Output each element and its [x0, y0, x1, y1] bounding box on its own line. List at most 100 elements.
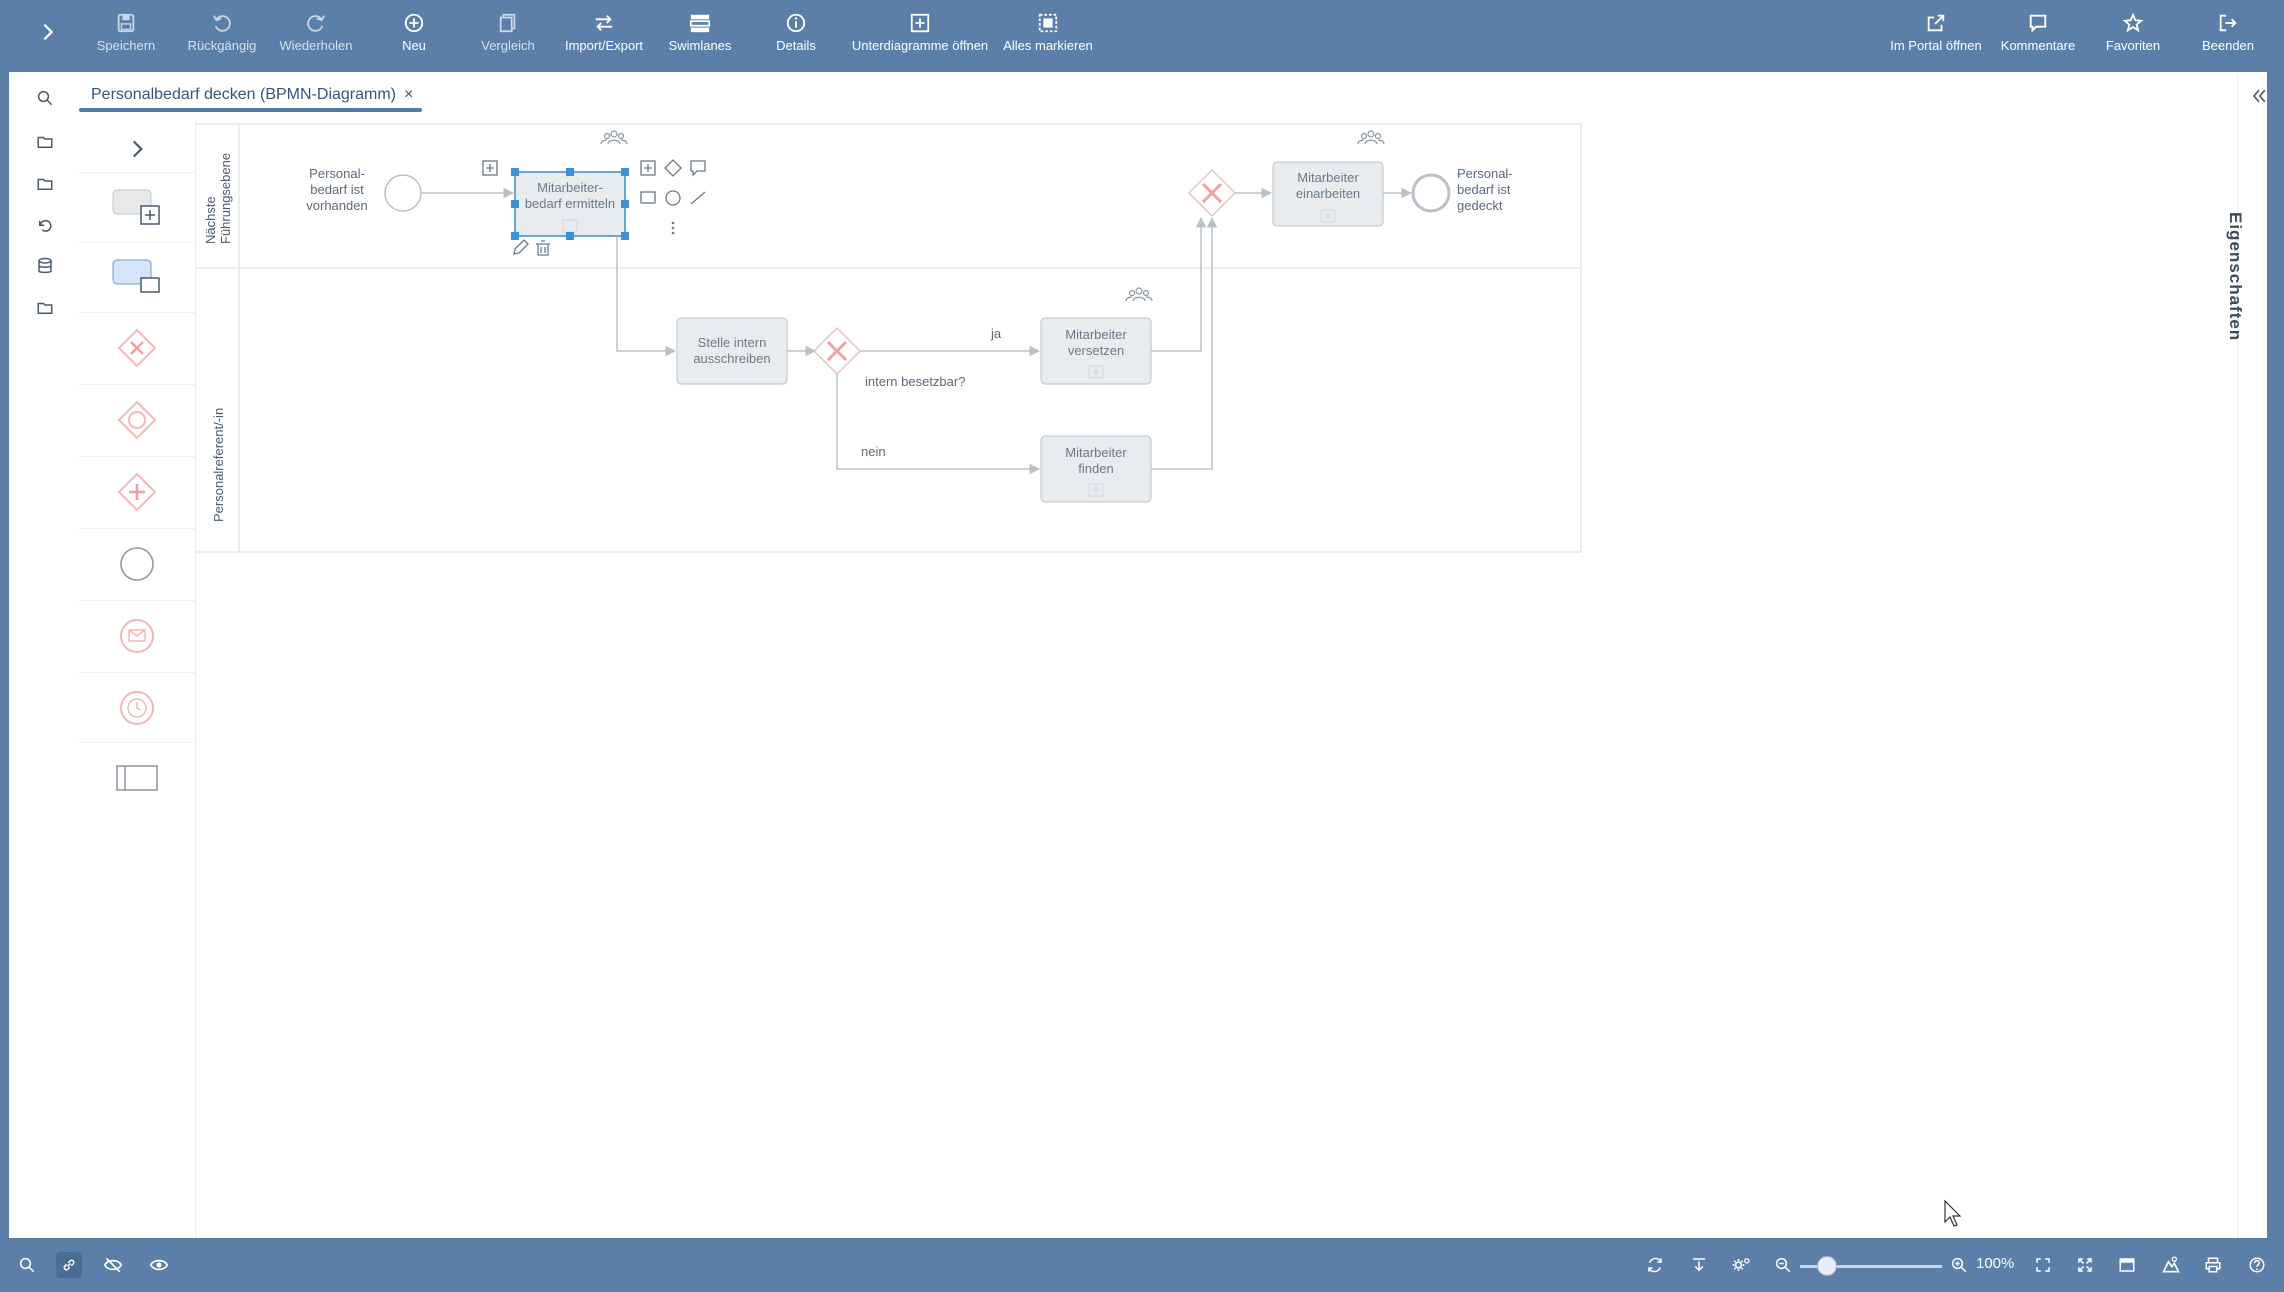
lane-label-management[interactable]: Nächste: [203, 196, 218, 244]
task-shape-icon: [112, 259, 160, 293]
palette-event-gateway[interactable]: [79, 384, 195, 455]
bottom-hide-button[interactable]: [100, 1252, 126, 1278]
redo-button[interactable]: Wiederholen: [278, 12, 354, 58]
undo-label: Rückgängig: [187, 38, 257, 53]
context-append-event-icon[interactable]: [665, 190, 681, 206]
end-event-label-3: gedeckt: [1457, 198, 1503, 213]
selection-handles[interactable]: [511, 168, 629, 240]
eye-icon: [149, 1259, 169, 1271]
sequence-flows: [421, 187, 1413, 475]
swimlanes-button[interactable]: Swimlanes: [666, 12, 734, 58]
task-onboarding[interactable]: Mitarbeiter einarbeiten: [1272, 161, 1384, 227]
refresh-button[interactable]: [1642, 1252, 1668, 1278]
select-all-button[interactable]: Alles markieren: [1000, 12, 1096, 58]
help-button[interactable]: [2244, 1252, 2270, 1278]
window-button[interactable]: [2114, 1252, 2140, 1278]
end-event[interactable]: Personal- bedarf ist gedeckt: [1411, 166, 1513, 213]
context-edit-icon[interactable]: [513, 239, 529, 255]
palette-task[interactable]: [79, 242, 195, 313]
palette-parallel-gateway[interactable]: [79, 456, 195, 527]
task-find-employee[interactable]: Mitarbeiter finden: [1040, 435, 1152, 503]
context-connect-icon[interactable]: [690, 191, 706, 205]
open-subdiagrams-button[interactable]: Unterdiagramme öffnen: [848, 12, 992, 58]
folder-icon: [37, 178, 53, 190]
decision-gateway[interactable]: intern besetzbar?: [812, 326, 965, 389]
exit-button[interactable]: Beenden: [2198, 12, 2258, 58]
palette-expand-icon[interactable]: [124, 136, 150, 162]
search-icon: [37, 90, 53, 106]
undo-button[interactable]: Rückgängig: [184, 12, 260, 58]
flow-gateway-no[interactable]: [836, 373, 1041, 475]
expand-menu-button[interactable]: [30, 14, 66, 50]
fit-page-button[interactable]: [2030, 1252, 2056, 1278]
merge-gateway[interactable]: [1187, 168, 1237, 218]
align-bottom-button[interactable]: [1686, 1252, 1712, 1278]
properties-panel-label[interactable]: Eigenschaften: [2226, 212, 2245, 342]
start-event[interactable]: Personal- bedarf ist vorhanden: [306, 166, 422, 213]
end-event-label-1: Personal-: [1457, 166, 1513, 181]
flow-task4-to-merge[interactable]: [1151, 216, 1207, 352]
zoom-slider-track[interactable]: [1800, 1265, 1942, 1268]
flow-task1-to-task3[interactable]: [616, 214, 677, 357]
context-comment-icon[interactable]: [690, 160, 706, 177]
task-internal-posting[interactable]: Stelle intern ausschreiben: [676, 317, 788, 385]
nav-search[interactable]: [33, 86, 57, 110]
window-icon: [2119, 1258, 2135, 1272]
compare-button[interactable]: Vergleich: [478, 12, 538, 58]
main-workspace: Personalbedarf decken (BPMN-Diagramm) ×: [9, 72, 2267, 1238]
favorites-button[interactable]: Favoriten: [2100, 12, 2166, 58]
palette-exclusive-gateway[interactable]: [79, 312, 195, 383]
tab-active-indicator: [79, 108, 422, 112]
close-tab-button[interactable]: ×: [404, 86, 414, 103]
top-toolbar: Speichern Rückgängig Wiederholen Neu Ver…: [0, 0, 2284, 70]
star-icon: [2122, 12, 2144, 33]
open-in-portal-button[interactable]: Im Portal öffnen: [1886, 12, 1986, 58]
context-add-subprocess-icon[interactable]: [482, 160, 498, 176]
database-icon: [38, 257, 52, 274]
task-determine-demand[interactable]: Mitarbeiter- bedarf ermitteln: [511, 168, 629, 240]
palette-start-event[interactable]: [79, 528, 195, 599]
flow-label-yes: ja: [990, 326, 1002, 341]
context-delete-icon[interactable]: [536, 240, 550, 256]
palette-subprocess[interactable]: [79, 172, 195, 243]
comments-button[interactable]: Kommentare: [1996, 12, 2080, 58]
task-transfer[interactable]: Mitarbeiter versetzen: [1040, 317, 1152, 385]
print-button[interactable]: [2200, 1252, 2226, 1278]
lane-label-hr[interactable]: Personalreferent/-in: [211, 408, 226, 522]
nav-folder-3[interactable]: [33, 296, 57, 320]
nav-database[interactable]: [33, 254, 57, 278]
context-more-icon[interactable]: [671, 221, 675, 235]
settings-button[interactable]: [1728, 1252, 1754, 1278]
palette-lane[interactable]: [79, 742, 195, 813]
lane-label-management-2[interactable]: Führungsebene: [218, 153, 233, 244]
flow-task5-to-merge[interactable]: [1151, 216, 1218, 470]
details-button[interactable]: Details: [774, 12, 818, 58]
subprocess-marker-icon: [1320, 209, 1336, 223]
nav-history[interactable]: [33, 214, 57, 238]
zoom-slider-handle[interactable]: [1816, 1256, 1837, 1276]
save-button[interactable]: Speichern: [92, 12, 160, 58]
context-append-task-icon[interactable]: [640, 160, 656, 176]
bottom-search-button[interactable]: [14, 1252, 40, 1278]
diagram-canvas[interactable]: Nächste Führungsebene Personalreferent/-…: [195, 122, 2135, 1238]
palette-timer-event[interactable]: [79, 672, 195, 743]
context-append-gateway-icon[interactable]: [664, 159, 682, 177]
import-export-button[interactable]: Import/Export: [560, 12, 648, 58]
context-append-shape-icon[interactable]: [640, 191, 656, 204]
start-event-label-2: bedarf ist: [310, 182, 364, 197]
folder-icon: [37, 136, 53, 148]
diagram-tab[interactable]: Personalbedarf decken (BPMN-Diagramm) ×: [79, 80, 413, 110]
fullscreen-button[interactable]: [2072, 1252, 2098, 1278]
zoom-in-button[interactable]: [1946, 1252, 1972, 1278]
subprocess-marker-icon: [1088, 483, 1104, 497]
bottom-link-button[interactable]: [56, 1252, 82, 1278]
share-button[interactable]: [2158, 1252, 2184, 1278]
zoom-out-button[interactable]: [1770, 1252, 1796, 1278]
task-transfer-box: [1040, 317, 1152, 385]
double-chevron-left-icon[interactable]: [2249, 86, 2269, 106]
nav-folder-2[interactable]: [33, 172, 57, 196]
nav-folder-1[interactable]: [33, 130, 57, 154]
palette-message-event[interactable]: [79, 600, 195, 671]
new-button[interactable]: Neu: [394, 12, 434, 58]
bottom-show-button[interactable]: [146, 1252, 172, 1278]
